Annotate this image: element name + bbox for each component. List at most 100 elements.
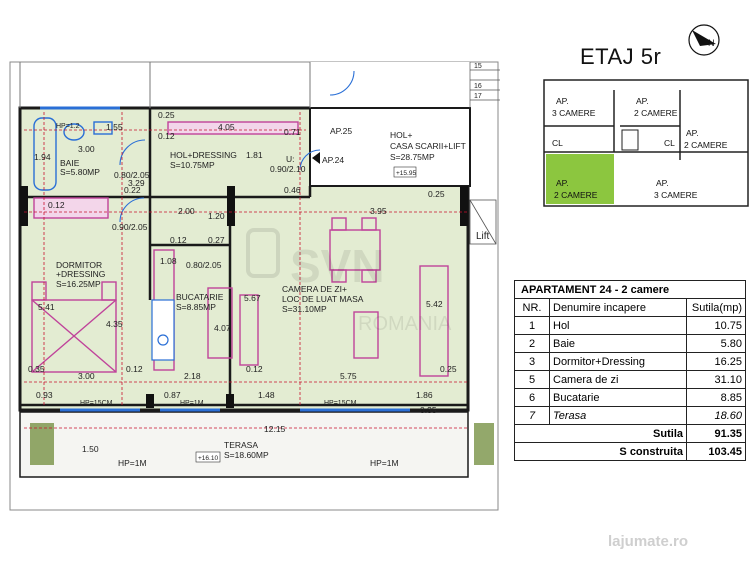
room-name-bucatarie: BUCATARIE xyxy=(176,292,224,302)
key-plan-highlight xyxy=(546,154,614,204)
dim-text: 0.71 xyxy=(284,127,301,137)
dim-text: 4.07 xyxy=(214,323,231,333)
room-area-dormitor: S=16.25MP xyxy=(56,279,101,289)
total-row: S construita 103.45 xyxy=(514,442,746,461)
dim-text: 12.15 xyxy=(264,424,286,434)
room-name-baie: BAIE xyxy=(60,158,80,168)
table-row: 3 Dormitor+Dressing 16.25 xyxy=(514,352,746,371)
key-unit-label: AP. xyxy=(556,178,569,188)
table-row: 5 Camera de zi 31.10 xyxy=(514,370,746,389)
doors xyxy=(119,70,355,223)
door-baie-dim: 0.80/2.05 xyxy=(114,170,150,180)
area-table: APARTAMENT 24 - 2 camere NR. Denumire in… xyxy=(514,280,746,461)
dim-text: 5.67 xyxy=(244,293,261,303)
header-area: Sutila(mp) xyxy=(686,298,746,317)
column-5 xyxy=(226,394,234,408)
room-area-hall: S=28.75MP xyxy=(390,152,435,162)
dim-text: 0.12 xyxy=(126,364,143,374)
table-row: 7 Terasa 18.60 xyxy=(514,406,746,425)
total-label: Sutila xyxy=(514,424,687,443)
planter-right xyxy=(474,423,494,465)
hp-right: HP=1M xyxy=(370,458,399,468)
row-name: Bucatarie xyxy=(549,388,687,407)
stair-num-2: 16 xyxy=(474,83,482,90)
room-area-terasa: S=18.60MP xyxy=(224,450,269,460)
room-name2-hall: CASA SCARII+LIFT xyxy=(390,141,466,151)
dim-text: 5.41 xyxy=(38,302,55,312)
row-value: 16.25 xyxy=(686,352,746,371)
row-name: Dormitor+Dressing xyxy=(549,352,687,371)
row-nr: 5 xyxy=(514,370,550,389)
partition-walls xyxy=(20,108,470,407)
lift-diagonal xyxy=(469,199,497,245)
row-nr: 7 xyxy=(514,406,550,425)
dim-text: 4.35 xyxy=(106,319,123,329)
hp-win3: HP=1M xyxy=(180,400,204,407)
door-hol-u: U: xyxy=(286,154,295,164)
table-row: 2 Baie 5.80 xyxy=(514,334,746,353)
door-dorm-dim: 0.90/2.05 xyxy=(112,222,148,232)
dim-text: 1.55 xyxy=(106,122,123,132)
room-area-bucatarie: S=8.85MP xyxy=(176,302,216,312)
dim-text: 0.93 xyxy=(36,390,53,400)
ap25-label: AP.25 xyxy=(330,126,352,136)
column-1 xyxy=(20,186,28,226)
row-nr: 3 xyxy=(514,352,550,371)
dim-text: 1.86 xyxy=(416,390,433,400)
level-marker-terrace xyxy=(195,451,221,463)
room-name-terasa: TERASA xyxy=(224,440,258,450)
dim-text: 1.20 xyxy=(208,211,225,221)
hp-win4: HP=15CM xyxy=(324,400,357,407)
level-top: +15.95 xyxy=(396,170,416,177)
dim-text: 1.81 xyxy=(246,150,263,160)
level-terrace: +16.10 xyxy=(198,455,218,462)
key-unit-sub: 3 CAMERE xyxy=(654,190,698,200)
lift-label: Lift xyxy=(476,231,490,242)
dim-text: 0.35 xyxy=(420,405,437,415)
hp-win1: HP=1.2 xyxy=(56,123,80,130)
stair-num-3: 17 xyxy=(474,93,482,100)
bath-fixtures xyxy=(33,117,113,191)
key-plan xyxy=(543,79,749,207)
key-unit-sub: 2 CAMERE xyxy=(684,140,728,150)
kitchen-counter xyxy=(151,299,175,361)
dim-text: 3.95 xyxy=(370,206,387,216)
table-row: 6 Bucatarie 8.85 xyxy=(514,388,746,407)
planter-left xyxy=(30,423,54,465)
watermark-romania: ROMANIA xyxy=(358,313,452,335)
row-nr: 6 xyxy=(514,388,550,407)
total-value: 91.35 xyxy=(686,424,746,443)
key-unit-sub: 2 CAMERE xyxy=(554,190,598,200)
dim-text: 0.46 xyxy=(284,185,301,195)
dim-text: 3.29 xyxy=(128,178,145,188)
dim-text: 0.35 xyxy=(28,364,45,374)
dim-text: 5.75 xyxy=(340,371,357,381)
stair-hall-wall xyxy=(309,107,471,187)
key-unit-label: AP. xyxy=(686,128,699,138)
ap24-label: AP.24 xyxy=(322,155,344,165)
column-2 xyxy=(227,186,235,226)
hp-left: HP=1M xyxy=(118,458,147,468)
terrace-area xyxy=(19,411,469,478)
dim-text: 0.12 xyxy=(170,235,187,245)
dim-text: 1.08 xyxy=(160,256,177,266)
dim-text: 0.87 xyxy=(164,390,181,400)
room-area-camera: S=31.10MP xyxy=(282,304,327,314)
stair-hall-area xyxy=(310,62,470,187)
level-marker-top xyxy=(393,166,417,178)
dim-text: 4.05 xyxy=(218,122,235,132)
room-name-camera: CAMERA DE ZI+ xyxy=(282,284,347,294)
stair-num-1: 15 xyxy=(474,63,482,70)
stair-steps xyxy=(469,62,500,108)
dim-text: 0.25 xyxy=(428,189,445,199)
column-3 xyxy=(460,186,468,226)
row-nr: 1 xyxy=(514,316,550,335)
row-value: 5.80 xyxy=(686,334,746,353)
key-cl-label2: CL xyxy=(664,138,675,148)
row-name: Terasa xyxy=(549,406,687,425)
dim-text: 1.48 xyxy=(258,390,275,400)
dim-text: 5.42 xyxy=(426,299,443,309)
windows xyxy=(40,106,410,412)
key-unit-label: AP. xyxy=(656,178,669,188)
